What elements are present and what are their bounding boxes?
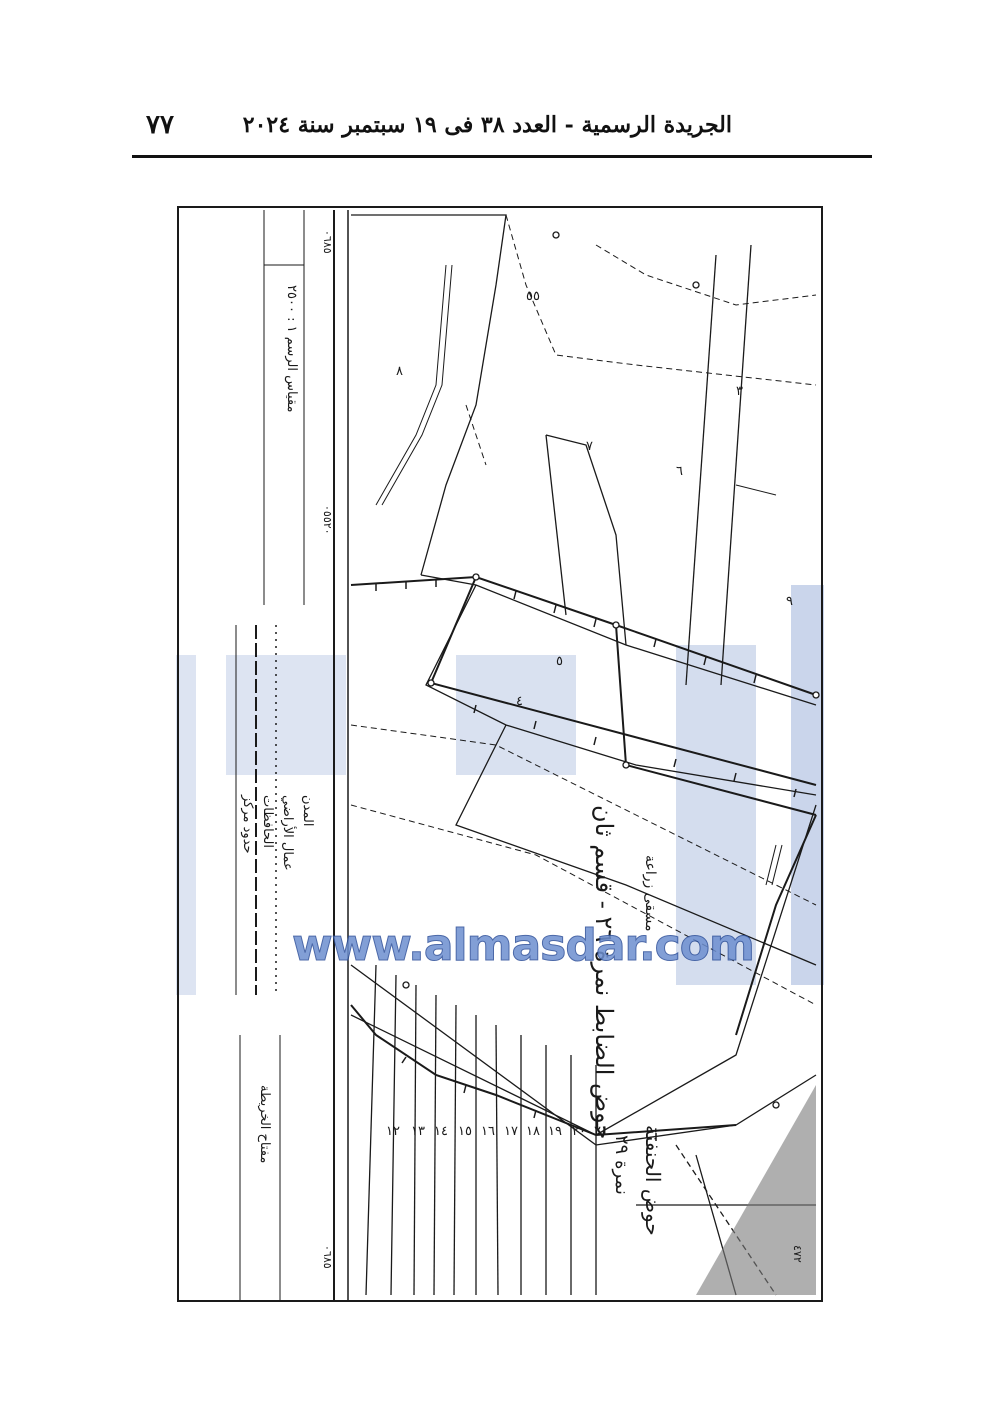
basin-side-label: حوض الحنفنة [641, 1125, 665, 1236]
legend-column [235, 210, 349, 1300]
legend-title: مفتاح الخريطة [257, 1085, 272, 1163]
parcel-label: ١٣ [411, 1124, 425, 1139]
header-rule [132, 155, 872, 158]
boundary-ticks [375, 579, 797, 1141]
parcel-label: ٣ [736, 384, 743, 399]
cadastral-map: ٧ ٥٥ ٨ ٦ ٩ ٣ ٤ ٥ ١٢ ١٣ ١٤ ١٥ ١٦ ١٧ ١٨ ١٩… [176, 205, 824, 1303]
legend-item: الحافظات [260, 795, 275, 848]
dashed-roads [350, 214, 817, 1006]
parcel-label: ١٨ [526, 1124, 540, 1139]
sheet-number: ٤٧٢ [791, 1245, 804, 1263]
legend: مقياس الرسم ١ : ٢٥٠٠ حدود مركز الحافظات … [240, 285, 315, 1163]
page-header: ٧٧ الجريدة الرسمية - العدد ٣٨ فى ١٩ سبتم… [0, 110, 1004, 150]
parcel-label: ٥ [556, 654, 563, 669]
coordinate-labels: ٠٦٨٥ ٠٥٥٢٠ ٠٦٨٥ ٤٧٢ [321, 230, 804, 1269]
coord-bottom: ٠٦٨٥ [321, 1245, 334, 1269]
basin-labels: حوض الضابط نمرة ٢٦ - قسم ثان حوض الحنفنة… [590, 805, 665, 1236]
page-number: ٧٧ [146, 110, 174, 140]
legend-item: المدن [300, 795, 315, 826]
parcel-label: ١٩ [548, 1124, 562, 1139]
parcel-label: ١٧ [504, 1124, 518, 1139]
survey-points [402, 231, 820, 1109]
parcel-labels: ٧ ٥٥ ٨ ٦ ٩ ٣ ٤ ٥ ١٢ ١٣ ١٤ ١٥ ١٦ ١٧ ١٨ ١٩… [386, 289, 793, 1139]
parcel-label: ١٤ [434, 1124, 448, 1139]
canal-double-line [375, 264, 783, 886]
basin-main-label: حوض الضابط نمرة ٢٦ - قسم ثان [590, 805, 618, 1139]
parcel-label: ١٢ [386, 1124, 400, 1139]
basin-side-number: نمرة ٢٩ [611, 1135, 632, 1195]
watermark-shapes [176, 585, 824, 995]
parcel-boundaries [350, 214, 817, 1296]
parcel-label: ٨ [396, 364, 403, 379]
scale-note: مقياس الرسم ١ : ٢٥٠٠ [284, 285, 299, 412]
parcel-label: ٢١ [594, 1124, 608, 1139]
parcel-label: ٧ [586, 439, 593, 454]
parcel-label: ٥٥ [526, 289, 540, 304]
hatched-area [696, 1085, 816, 1295]
parcel-label: ٩ [786, 594, 793, 609]
watermark-url: www.almasdar.com [292, 920, 756, 972]
parcel-label: ١٦ [481, 1124, 495, 1139]
parcel-label: ١٥ [458, 1124, 472, 1139]
map-drawing: ٧ ٥٥ ٨ ٦ ٩ ٣ ٤ ٥ ١٢ ١٣ ١٤ ١٥ ١٦ ١٧ ١٨ ١٩… [176, 206, 824, 1302]
coord-top-left: ٠٦٨٥ [321, 230, 334, 254]
coord-mid: ٠٥٥٢٠ [321, 505, 334, 535]
parcel-label: ٢٠ [572, 1124, 586, 1139]
canal-label: مسقى زراعة [642, 855, 658, 931]
legend-item: حدود مركز [240, 794, 255, 854]
gazette-title: الجريدة الرسمية - العدد ٣٨ فى ١٩ سبتمبر … [242, 112, 732, 138]
legend-item: عمال الأراضي [280, 795, 297, 871]
parcel-label: ٦ [676, 464, 683, 479]
parcel-label: ٤ [516, 694, 523, 709]
